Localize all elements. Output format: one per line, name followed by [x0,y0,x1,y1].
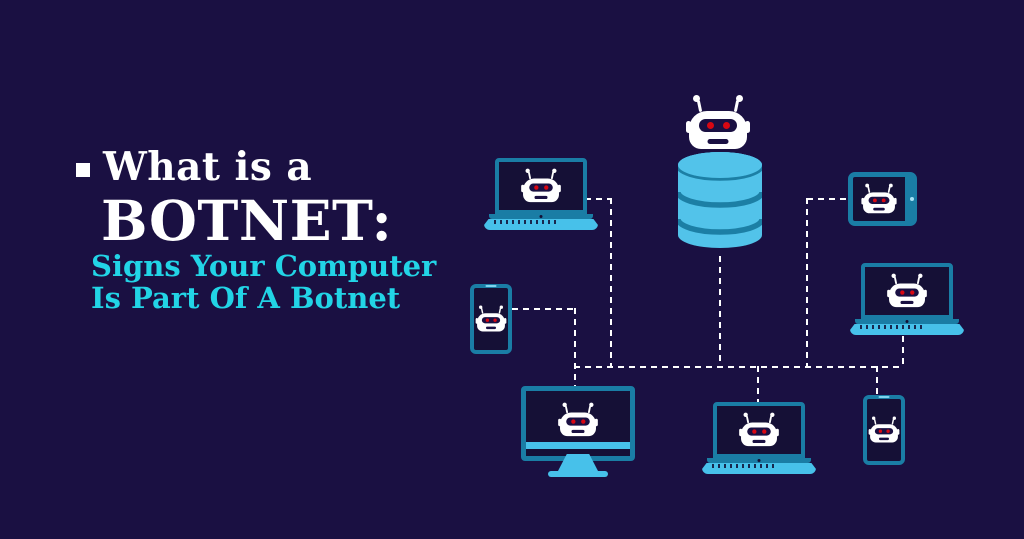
robot-face-icon [521,168,561,203]
connector-line [807,198,848,200]
laptop-screen [495,158,587,214]
connector-line [902,336,904,367]
laptop-hinge [855,319,959,324]
smartphone-icon [863,395,905,465]
connector-line [876,366,878,396]
robot-face-icon [887,273,927,308]
connector-line [719,256,721,367]
laptop-screen [861,263,953,319]
phone-speaker [485,285,497,287]
robot-head [686,111,750,149]
database-icon [678,152,762,248]
robot-visor [699,119,737,132]
connector-line [585,198,612,200]
robot-face-icon [558,402,598,437]
robot-ear [686,121,691,133]
square-bullet-icon [76,163,90,177]
robot-mouth [707,139,729,144]
robot-eye [722,122,730,129]
antenna [696,99,703,113]
heading-line-1: What is a [103,144,313,190]
tablet-icon [848,172,917,226]
robot-face-icon [861,183,897,214]
bot-master-robot-icon [686,95,750,149]
monitor-chin [526,442,630,449]
laptop-screen [713,402,805,458]
laptop-hinge [489,214,593,219]
laptop-keyboard [702,463,816,474]
robot-face-icon [739,412,779,447]
phone-speaker [878,396,890,398]
connector-line [806,198,808,367]
subtitle-line-1: Signs Your Computer [91,249,437,283]
antenna-tip [736,95,743,102]
connector-bus-line [574,366,904,368]
laptop-icon [702,402,816,475]
robot-eye [706,122,714,129]
robot-ear [745,121,750,133]
connector-line [574,308,576,386]
connector-line [757,366,759,403]
laptop-icon [484,158,598,231]
robot-face-icon [475,305,507,332]
desktop-monitor-icon [521,386,635,478]
monitor-screen [521,386,635,461]
tablet-home-button [910,197,914,201]
connector-line [512,308,575,310]
smartphone-icon [470,284,512,354]
laptop-keyboard [484,219,598,230]
heading-line-2: BOTNET: [101,188,393,253]
subtitle: Signs Your Computer Is Part Of A Botnet [91,249,437,316]
antenna [733,99,740,113]
monitor-stand-neck [558,454,598,471]
antenna-tip [693,95,700,102]
monitor-stand-base [548,471,608,477]
connector-line [610,198,612,367]
laptop-keyboard [850,324,964,335]
laptop-hinge [707,458,811,463]
laptop-icon [850,263,964,336]
subtitle-line-2: Is Part Of A Botnet [91,281,401,316]
robot-face-icon [868,416,900,443]
